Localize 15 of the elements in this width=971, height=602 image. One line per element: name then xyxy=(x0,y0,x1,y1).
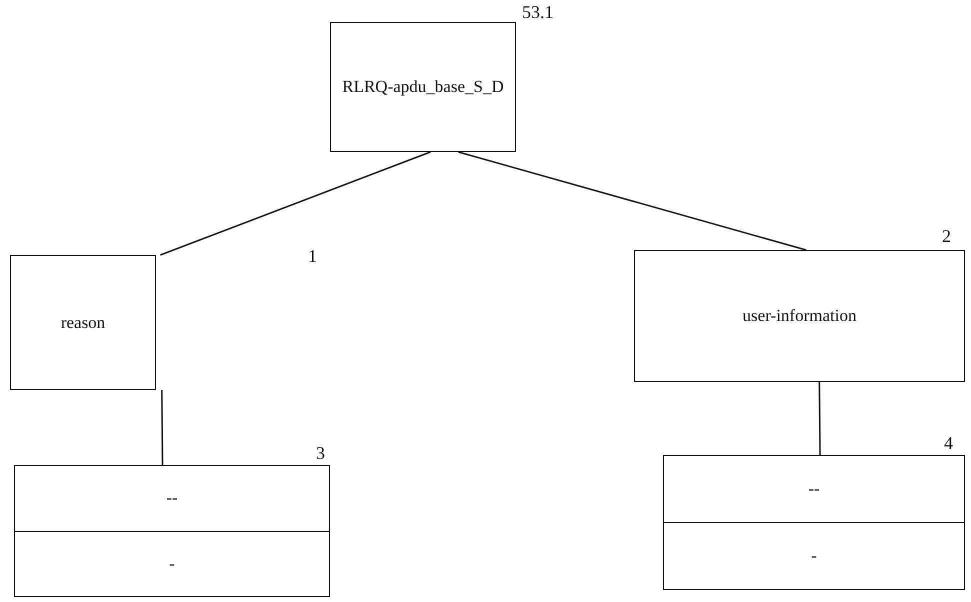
connector-line xyxy=(458,151,806,251)
node-number: 4 xyxy=(944,433,953,454)
callout-number: 1 xyxy=(308,246,317,267)
node-number: 3 xyxy=(316,443,325,464)
connector-line xyxy=(818,382,821,455)
split-box xyxy=(663,455,965,590)
process-box xyxy=(634,250,965,382)
connector-line xyxy=(160,151,431,256)
process-box xyxy=(330,22,516,152)
node-number: 53.1 xyxy=(522,2,554,23)
split-box xyxy=(14,465,330,597)
box-text: RLRQ-apdu_base_S_D xyxy=(342,77,504,97)
process-box xyxy=(10,255,156,390)
node-number: 2 xyxy=(942,226,951,247)
connector-line xyxy=(161,390,164,465)
